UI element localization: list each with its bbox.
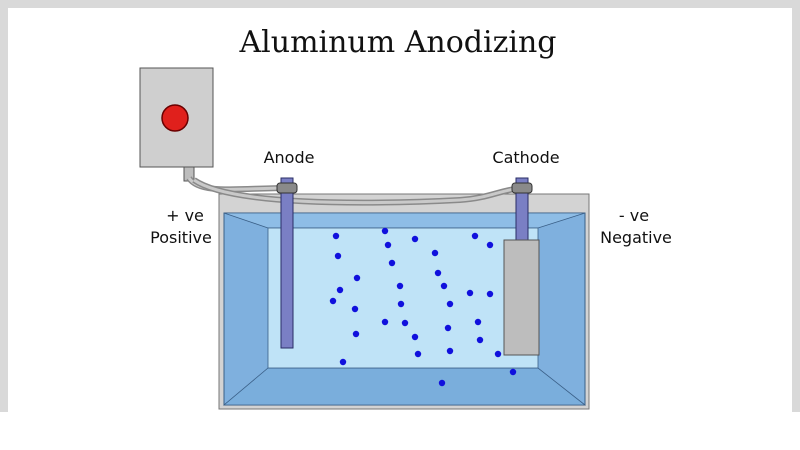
ion bbox=[474, 318, 482, 326]
negative-word-label: Negative bbox=[600, 228, 672, 247]
negative-sign-label: - ve bbox=[619, 206, 649, 225]
ion bbox=[414, 350, 422, 358]
power-switch-icon[interactable] bbox=[161, 104, 189, 132]
ion bbox=[494, 350, 502, 358]
ion bbox=[384, 241, 392, 249]
tank-back-top bbox=[223, 212, 586, 229]
ion bbox=[397, 300, 405, 308]
ion bbox=[411, 235, 419, 243]
ion bbox=[353, 274, 361, 282]
anode-rod bbox=[280, 177, 294, 349]
ion bbox=[471, 232, 479, 240]
ion bbox=[466, 289, 474, 297]
anode-label: Anode bbox=[264, 148, 315, 167]
positive-sign-label: + ve bbox=[166, 206, 204, 225]
ion bbox=[401, 319, 409, 327]
cathode-clamp bbox=[511, 182, 533, 194]
ion bbox=[381, 227, 389, 235]
positive-word-label: Positive bbox=[150, 228, 212, 247]
ion bbox=[434, 269, 442, 277]
cathode-label: Cathode bbox=[492, 148, 559, 167]
ion-particles bbox=[329, 227, 517, 387]
ion bbox=[388, 259, 396, 267]
tank-back-panel bbox=[267, 227, 539, 369]
ion bbox=[440, 282, 448, 290]
ion bbox=[352, 330, 360, 338]
ion bbox=[486, 290, 494, 298]
ion bbox=[396, 282, 404, 290]
ion bbox=[339, 358, 347, 366]
ion bbox=[431, 249, 439, 257]
ion bbox=[334, 252, 342, 260]
ion bbox=[509, 368, 517, 376]
power-supply-box bbox=[139, 67, 214, 168]
bottom-strip bbox=[0, 412, 800, 450]
anode-clamp bbox=[276, 182, 298, 194]
ion bbox=[446, 347, 454, 355]
ion bbox=[351, 305, 359, 313]
ion bbox=[329, 297, 337, 305]
ion bbox=[438, 379, 446, 387]
ion bbox=[411, 333, 419, 341]
ion bbox=[476, 336, 484, 344]
ion bbox=[446, 300, 454, 308]
ion bbox=[381, 318, 389, 326]
ion bbox=[444, 324, 452, 332]
ion bbox=[486, 241, 494, 249]
ion bbox=[336, 286, 344, 294]
cathode-plate bbox=[503, 239, 540, 356]
tank-floor bbox=[222, 367, 587, 406]
diagram-title: Aluminum Anodizing bbox=[238, 25, 556, 60]
ion bbox=[332, 232, 340, 240]
